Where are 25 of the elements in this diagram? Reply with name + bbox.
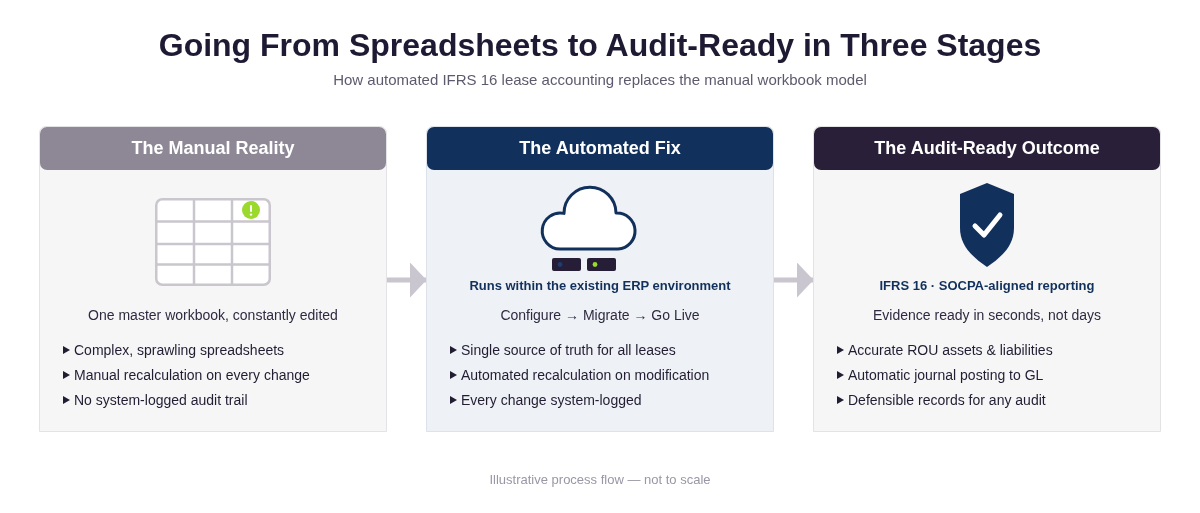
arrow	[774, 262, 814, 298]
arrow	[387, 262, 427, 298]
bullet-text: Manual recalculation on every change	[74, 366, 310, 384]
caption-text: Configure → Migrate → Go Live	[500, 306, 700, 324]
bullet-text: Complex, sprawling spreadsheets	[74, 341, 285, 359]
bullet-text: Automated recalculation on modification	[461, 366, 710, 384]
bullet-text: Every change system-logged	[461, 391, 642, 409]
bullet-text: Accurate ROU assets & liabilities	[848, 341, 1053, 359]
stage-heading: The Manual Reality	[40, 127, 386, 170]
stage-heading: The Audit-Ready Outcome	[814, 127, 1160, 170]
stage-card	[813, 126, 1161, 432]
bullet-text: Defensible records for any audit	[848, 391, 1046, 409]
bullet-text: Automatic journal posting to GL	[848, 366, 1044, 384]
tagline-text: IFRS 16 · SOCPA-aligned reporting	[879, 278, 1095, 294]
subtitle-text: How automated IFRS 16 lease accounting replaces the manual workbook model	[333, 71, 867, 89]
diagram-title: Going From Spreadsheets to Audit-Ready in Three Stages	[158, 26, 1042, 64]
stage-card	[426, 126, 774, 432]
tagline-text: Runs within the existing ERP environment	[469, 278, 731, 294]
caption-text: One master workbook, constantly edited	[88, 306, 338, 324]
bullet-text: Single source of truth for all leases	[461, 341, 676, 359]
stage-card	[39, 126, 387, 432]
caption-text: Evidence ready in seconds, not days	[873, 306, 1101, 324]
stage-heading: The Automated Fix	[427, 127, 773, 170]
bullet-text: No system-logged audit trail	[74, 391, 248, 409]
footnote-text: Illustrative process flow — not to scale	[489, 472, 711, 488]
